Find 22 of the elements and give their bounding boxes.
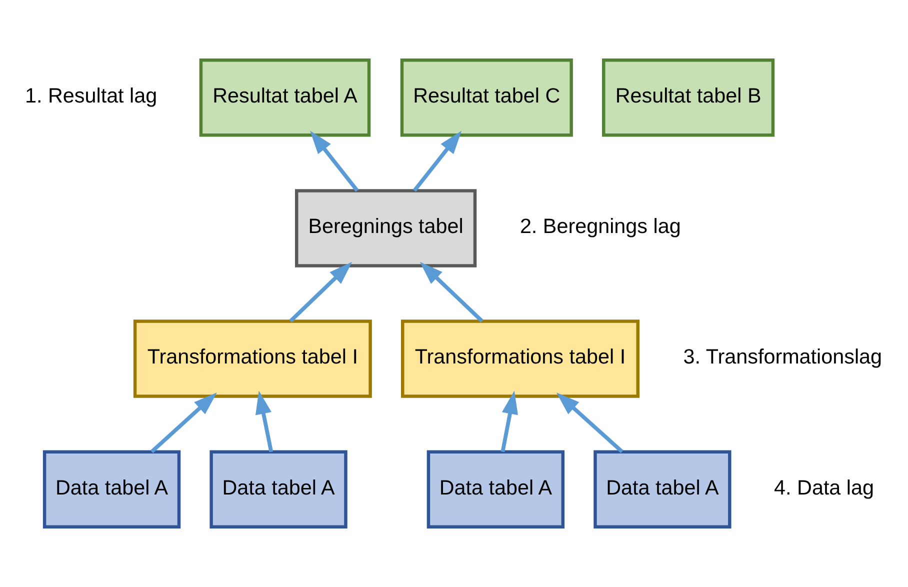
arrow [150,392,217,454]
arrow [420,262,484,323]
node-box: Beregnings tabel [295,189,477,268]
label: 3. Transformationslag [683,346,882,369]
arrow [310,130,359,192]
arrow [289,262,352,323]
arrow [500,390,518,452]
arrow [255,390,274,452]
node-box: Transformations tabel I [133,320,372,398]
node-box: Data tabel A [426,450,565,528]
arrow [556,392,624,454]
node-box: Resultat tabel A [199,58,371,137]
arrow [412,130,462,192]
node-box: Resultat tabel C [400,58,573,137]
node-box: Transformations tabel I [401,320,640,398]
label: 2. Beregnings lag [520,215,681,238]
node-box: Data tabel A [42,450,181,528]
label: 4. Data lag [774,476,874,500]
node-box: Resultat tabel B [602,58,775,137]
node-box: Data tabel A [210,450,348,528]
node-box: Data tabel A [594,450,732,528]
label: 1. Resultat lag [25,84,158,108]
